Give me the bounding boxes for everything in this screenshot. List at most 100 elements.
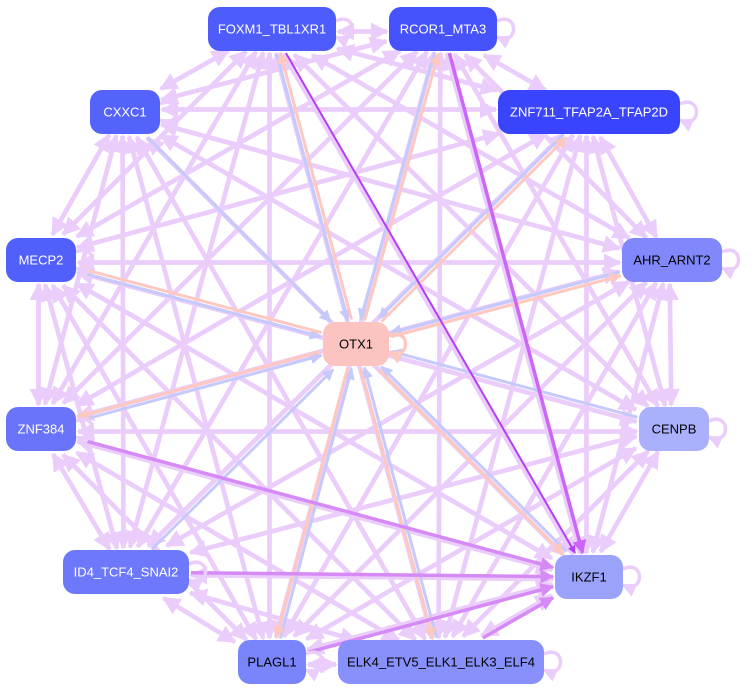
node-cenpb[interactable]: CENPB	[639, 407, 709, 451]
regulatory-edge	[50, 283, 258, 641]
node-rcor1-mta3[interactable]: RCOR1_MTA3	[389, 7, 497, 51]
edge-from-otx1	[377, 368, 565, 556]
self-loop-edge	[678, 100, 699, 132]
node-box	[63, 550, 189, 594]
edge-to-otx1	[275, 53, 351, 322]
node-foxm1-tbl1xr1[interactable]: FOXM1_TBL1XR1	[208, 7, 336, 51]
node-label: ZNF711_TFAP2A_TFAP2D	[510, 105, 668, 120]
self-loop-edge	[495, 17, 516, 49]
regulatory-edge	[162, 596, 236, 644]
node-label: ELK4_ETV5_ELK1_ELK3_ELF4	[347, 655, 535, 670]
regulatory-edge	[75, 450, 400, 643]
node-label: OTX1	[339, 337, 373, 352]
edge-from-otx1	[277, 51, 353, 320]
self-loop-edge	[74, 248, 95, 280]
node-label: ZNF384	[18, 422, 65, 437]
node-ahr-arnt2[interactable]: AHR_ARNT2	[622, 238, 722, 282]
regulatory-edge	[165, 279, 631, 548]
node-ikzf1[interactable]: IKZF1	[555, 555, 623, 599]
node-label: ID4_TCF4_SNAI2	[74, 565, 179, 580]
node-plagl1[interactable]: PLAGL1	[238, 640, 306, 684]
regulatory-edge	[461, 449, 650, 638]
edge-to-otx1	[357, 52, 436, 321]
node-box	[498, 90, 680, 134]
regulatory-edge	[76, 129, 502, 250]
edge-to-otx1	[377, 133, 565, 320]
self-loop-edge	[187, 560, 208, 592]
regulatory-edge	[442, 133, 585, 638]
edge-to-otx1	[380, 365, 568, 553]
node-otx1[interactable]: OTX1	[323, 322, 389, 366]
edge-to-otx1	[389, 270, 620, 336]
self-loop-edge	[387, 332, 408, 364]
highlighted-edge	[481, 596, 555, 640]
edge-from-otx1	[77, 264, 322, 335]
node-box	[323, 322, 389, 366]
regulatory-edge	[135, 50, 429, 548]
node-box	[208, 7, 336, 51]
nodes-layer: FOXM1_TBL1XR1 RCOR1_MTA3ZNF711_TFAP2A_TFA…	[6, 7, 722, 684]
regulatory-edge	[113, 134, 132, 549]
regulatory-edge	[159, 133, 637, 412]
node-label: FOXM1_TBL1XR1	[218, 22, 326, 37]
edge-to-otx1	[390, 348, 638, 419]
regulatory-edge	[598, 135, 659, 239]
node-znf711-tfap2a-tfap2d[interactable]: ZNF711_TFAP2A_TFAP2D	[498, 90, 680, 134]
node-label: MECP2	[19, 253, 64, 268]
highlighted-edge	[77, 437, 555, 571]
edge-from-otx1	[76, 350, 321, 421]
highlighted-edge	[447, 52, 587, 555]
highlighted-edge	[190, 569, 555, 584]
node-box	[90, 90, 160, 134]
regulatory-edge	[50, 133, 112, 236]
node-label: IKZF1	[571, 570, 606, 585]
edge-to-otx1	[146, 136, 332, 323]
self-loop-edge	[74, 417, 95, 449]
edge-to-otx1	[77, 270, 322, 340]
node-box	[338, 640, 544, 684]
edge-to-otx1	[361, 366, 438, 638]
node-box	[6, 407, 76, 451]
node-box	[6, 238, 76, 282]
edge-from-otx1	[359, 368, 436, 640]
node-mecp2[interactable]: MECP2	[6, 238, 76, 282]
regulatory-edge	[188, 588, 357, 643]
node-id4-tcf4-snai2[interactable]: ID4_TCF4_SNAI2	[63, 550, 189, 594]
node-znf384[interactable]: ZNF384	[6, 407, 76, 451]
node-label: RCOR1_MTA3	[400, 22, 486, 37]
regulatory-edge	[75, 281, 553, 561]
regulatory-edge	[598, 450, 660, 553]
edge-from-otx1	[391, 272, 622, 339]
self-loop-edge	[334, 17, 355, 49]
regulatory-edge	[660, 282, 679, 406]
edge-to-otx1	[150, 368, 335, 551]
edges-layer	[29, 17, 741, 682]
self-loop-edge	[304, 650, 325, 682]
regulatory-edge	[482, 53, 547, 93]
regulatory-edge	[134, 135, 427, 641]
regulatory-edge	[281, 52, 575, 556]
node-box	[555, 555, 623, 599]
regulatory-edge	[431, 51, 450, 638]
self-loop-edge	[621, 565, 642, 597]
node-label: PLAGL1	[247, 655, 296, 670]
edge-from-otx1	[380, 136, 568, 323]
self-loop-edge	[720, 248, 741, 280]
node-elk4-etv5-elk1-elk3-elf4[interactable]: ELK4_ETV5_ELK1_ELK3_ELF4	[338, 640, 544, 684]
highlighted-edge	[285, 52, 576, 554]
self-loop-edge	[158, 100, 179, 132]
node-label: CENPB	[652, 422, 697, 437]
regulatory-edge	[75, 131, 548, 408]
self-loop-edge	[542, 650, 563, 682]
node-box	[639, 407, 709, 451]
node-cxxc1[interactable]: CXXC1	[90, 90, 160, 134]
regulatory-edge	[450, 281, 658, 638]
regulatory-edge	[159, 48, 230, 91]
edge-to-otx1	[78, 352, 323, 423]
regulatory-edge	[124, 134, 266, 640]
regulatory-edge	[189, 431, 639, 555]
node-box	[389, 7, 497, 51]
node-label: CXXC1	[103, 105, 146, 120]
self-loop-edge	[707, 417, 728, 449]
